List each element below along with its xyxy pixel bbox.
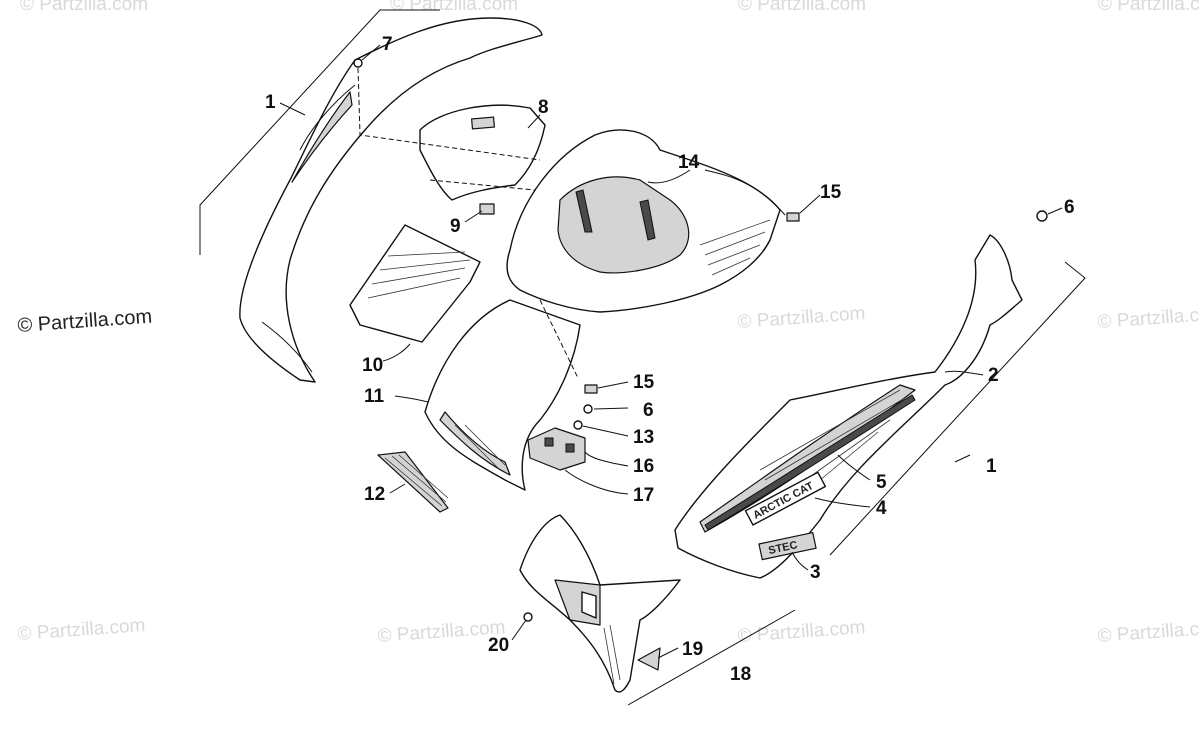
stec-decal-text: STEC xyxy=(767,539,798,557)
watermark-bfr: © Partzilla.com xyxy=(1097,617,1200,647)
leader-1b-tick xyxy=(954,454,971,463)
callout-20: 20 xyxy=(488,635,509,656)
leader-9 xyxy=(464,210,483,223)
callout-2: 2 xyxy=(988,365,999,386)
leader-14a xyxy=(704,169,786,216)
screw-20 xyxy=(523,612,533,622)
leader-1b-bracket xyxy=(829,261,1086,556)
leader-6b xyxy=(593,407,629,410)
vent-insert-10 xyxy=(349,224,481,343)
callout-8: 8 xyxy=(538,97,549,118)
clip-19 xyxy=(637,647,661,671)
leader-17 xyxy=(564,469,629,495)
leader-6a xyxy=(1047,207,1063,215)
callout-1a: 1 xyxy=(265,92,276,113)
leader-18-bracket xyxy=(627,609,796,706)
callout-11: 11 xyxy=(364,386,385,407)
bracket-16 xyxy=(527,427,586,471)
callout-4: 4 xyxy=(876,498,887,519)
screw-7 xyxy=(353,58,363,68)
watermark-tfr: © Partzilla.com xyxy=(1098,0,1200,15)
callouts: 1 7 8 14 15 6 9 10 2 11 15 6 13 16 1 5 1… xyxy=(265,34,1075,685)
leader-5 xyxy=(837,454,871,481)
leader-15a xyxy=(799,194,821,214)
leader-4 xyxy=(814,497,871,508)
nut-6b xyxy=(583,404,593,414)
dash-assembly-1 xyxy=(539,299,579,379)
clip-15a xyxy=(786,212,800,222)
callout-6a: 6 xyxy=(1064,197,1075,218)
callout-18: 18 xyxy=(730,664,751,685)
leader-14b xyxy=(647,169,691,184)
callout-15a: 15 xyxy=(820,182,842,203)
leader-13 xyxy=(582,425,629,437)
clip-9 xyxy=(479,203,495,215)
leader-lines xyxy=(279,44,1063,659)
watermark-layer: © Partzilla.com © Partzilla.com © Partzi… xyxy=(17,0,1200,647)
leader-19 xyxy=(657,647,679,659)
dash-assembly-3 xyxy=(429,179,536,191)
watermark-main: © Partzilla.com xyxy=(17,306,153,337)
stec-decal: STEC xyxy=(758,531,817,561)
screw-6a xyxy=(1036,210,1048,222)
callout-12: 12 xyxy=(364,484,385,505)
callout-10: 10 xyxy=(362,355,383,376)
panel-8 xyxy=(419,104,546,201)
callout-16: 16 xyxy=(633,456,654,477)
callout-19: 19 xyxy=(682,639,703,660)
callout-9: 9 xyxy=(450,216,461,237)
callout-7: 7 xyxy=(382,34,393,55)
hood-14 xyxy=(506,129,781,313)
callout-14: 14 xyxy=(678,152,700,173)
leader-16 xyxy=(584,451,629,467)
watermark-mr: © Partzilla.com xyxy=(737,303,866,333)
callout-6b: 6 xyxy=(643,400,654,421)
leader-20 xyxy=(511,619,527,641)
left-side-panel xyxy=(239,17,543,383)
callout-13: 13 xyxy=(633,427,654,448)
watermark-tm: © Partzilla.com xyxy=(390,0,518,15)
leader-8 xyxy=(527,114,541,129)
watermark-tl: © Partzilla.com xyxy=(20,0,148,15)
callout-3: 3 xyxy=(810,562,821,583)
leader-11 xyxy=(394,395,429,403)
nose-11 xyxy=(424,299,581,491)
watermark-mfr: © Partzilla.com xyxy=(1097,303,1200,333)
leader-3 xyxy=(791,551,809,571)
belly-pan-18 xyxy=(519,514,681,693)
leader-1a xyxy=(279,102,306,116)
watermark-bm: © Partzilla.com xyxy=(377,617,506,647)
callout-15b: 15 xyxy=(633,372,655,393)
leader-10 xyxy=(382,343,411,362)
callout-17: 17 xyxy=(633,485,654,506)
screw-13 xyxy=(573,420,583,430)
grille-12 xyxy=(377,451,449,513)
leader-2 xyxy=(944,370,984,376)
leader-7 xyxy=(361,44,381,61)
leader-15b xyxy=(597,381,629,389)
clip-15b xyxy=(584,384,598,394)
dash-assembly-2 xyxy=(357,67,541,161)
watermark-tr: © Partzilla.com xyxy=(738,0,866,15)
callout-1b: 1 xyxy=(986,456,997,477)
leader-12 xyxy=(389,483,406,494)
watermark-bl: © Partzilla.com xyxy=(17,615,146,645)
right-side-panel-2: ARCTIC CAT STEC xyxy=(674,234,1023,579)
callout-5: 5 xyxy=(876,472,887,493)
